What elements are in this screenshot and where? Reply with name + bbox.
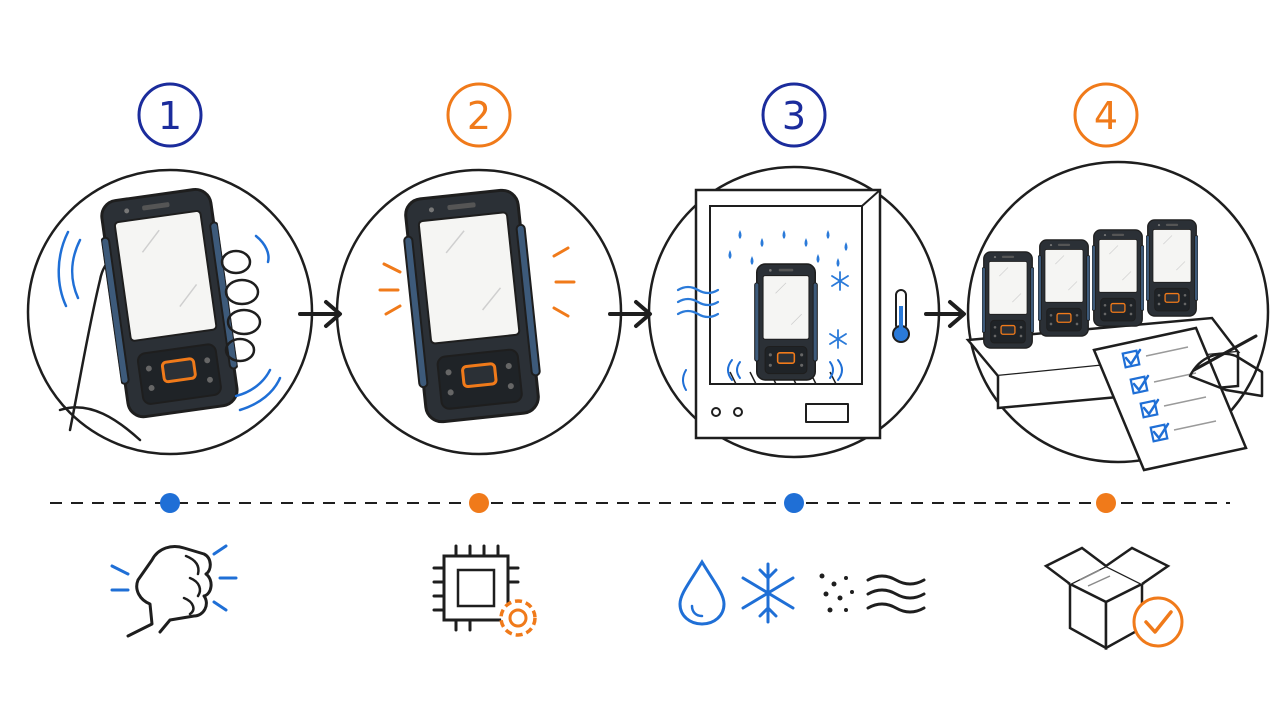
svg-text:3: 3 [782,94,806,138]
chip-gear-icon [432,544,537,637]
svg-text:1: 1 [158,94,182,138]
timeline-dot-4 [1096,493,1116,513]
svg-text:4: 4 [1094,94,1118,138]
device-impact-scene [378,186,576,426]
scene-circle-4 [966,160,1270,464]
step-number-4: 4 [1073,82,1139,148]
arrow-icon [924,300,966,328]
wind-icon [676,285,720,319]
arrow-icon [608,300,652,328]
timeline-dot-1 [160,493,180,513]
environment-icons [678,559,926,626]
box-check-icon [1043,546,1184,651]
environmental-chamber-scene [676,188,910,440]
step-number-3: 3 [761,82,827,148]
snowflake-icon [741,562,795,624]
step-number-1: 1 [137,82,203,148]
thermometer-icon [892,289,910,343]
fist-impact-icon [110,544,238,638]
svg-text:2: 2 [467,94,491,138]
snowflake-icon [829,271,849,349]
dust-icon [819,573,854,613]
timeline-dot-2 [469,493,489,513]
hand-held-device-scene [57,185,282,442]
inspection-scene [965,219,1264,472]
gear-icon [499,599,537,637]
step-number-2: 2 [446,82,512,148]
water-drop-icon [678,559,726,626]
wind-icon [866,574,926,614]
check-circle-icon [1132,596,1184,648]
arrow-icon [298,300,342,328]
timeline-dot-3 [784,493,804,513]
